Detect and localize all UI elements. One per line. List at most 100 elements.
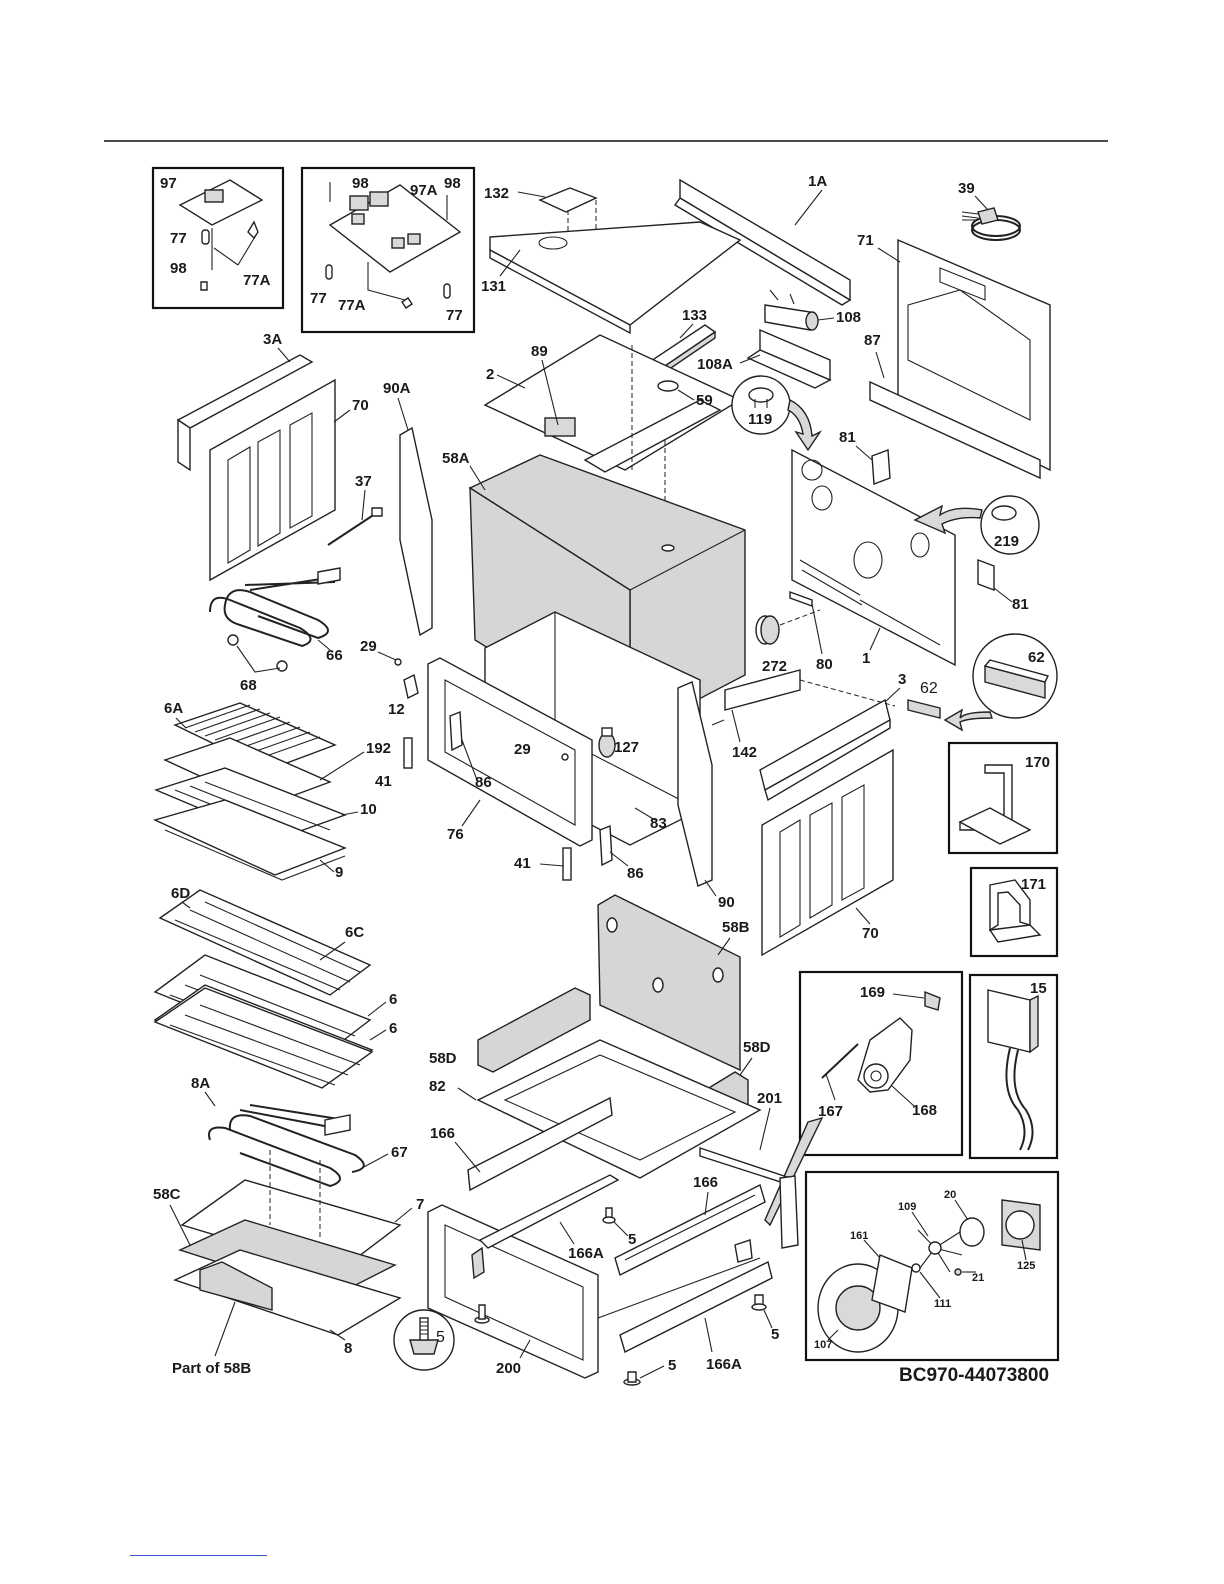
- label-41: 41: [514, 855, 531, 872]
- terminal-block-62-callout: [943, 633, 1058, 732]
- label-29: 29: [360, 638, 377, 655]
- slide-rail-166-right: [614, 1183, 766, 1277]
- label-41: 41: [375, 773, 392, 790]
- latch-168-box: [798, 970, 964, 1157]
- label-142: 142: [732, 744, 757, 761]
- label-6: 6: [389, 991, 397, 1008]
- latch-bracket-small: [734, 1239, 753, 1263]
- label-108: 108: [836, 309, 861, 326]
- note-part-of-58B: Part of 58B: [172, 1360, 251, 1377]
- label-5: 5: [436, 1329, 445, 1346]
- label-1: 1: [862, 650, 870, 667]
- label-77: 77: [446, 307, 463, 324]
- label-272: 272: [762, 658, 787, 675]
- label-9: 9: [335, 864, 343, 881]
- side-trim-3A: [176, 354, 314, 472]
- convection-fan-box: [804, 1170, 1060, 1362]
- leveling-leg-5-center: [602, 1207, 616, 1224]
- screw-29-top: [394, 658, 402, 666]
- label-10: 10: [360, 801, 377, 818]
- label-82: 82: [429, 1078, 446, 1095]
- label-8A: 8A: [191, 1075, 210, 1092]
- label-86: 86: [475, 774, 492, 791]
- drawer-front-200: [427, 1204, 599, 1379]
- bottom-rail-87: [869, 380, 1041, 480]
- label-58B: 58B: [722, 919, 750, 936]
- label-39: 39: [958, 180, 975, 197]
- label-201: 201: [757, 1090, 782, 1107]
- side-trim-3: [759, 698, 891, 802]
- label-87: 87: [864, 332, 881, 349]
- door-frame-76: [427, 657, 593, 847]
- label-62: 62: [1028, 649, 1045, 666]
- label-6A: 6A: [164, 700, 183, 717]
- oven-light-127: [598, 727, 616, 758]
- base-frame-82: [476, 1039, 762, 1179]
- label-5: 5: [628, 1231, 636, 1248]
- label-97: 97: [160, 175, 177, 192]
- power-cord-39: [961, 207, 1021, 241]
- label-58A: 58A: [442, 450, 470, 467]
- label-20: 20: [944, 1189, 956, 1201]
- oven-rack-6D: [158, 889, 372, 996]
- label-77: 77: [170, 230, 187, 247]
- label-58C: 58C: [153, 1186, 181, 1203]
- insulation-58B: [597, 894, 741, 1072]
- label-169: 169: [860, 984, 885, 1001]
- label-70: 70: [862, 925, 879, 942]
- label-59: 59: [696, 392, 713, 409]
- label-80: 80: [816, 656, 833, 673]
- hinge-41-86-bottom: [562, 824, 613, 881]
- broil-element-66: [209, 567, 341, 648]
- label-90A: 90A: [383, 380, 411, 397]
- label-6C: 6C: [345, 924, 364, 941]
- bracket-170-box: [947, 741, 1059, 855]
- leveling-leg-5-right: [751, 1294, 767, 1311]
- label-98: 98: [170, 260, 187, 277]
- terminal-block-62: [907, 699, 941, 719]
- side-trim-90: [677, 681, 725, 887]
- label-3A: 3A: [263, 331, 282, 348]
- callout-pointer-latch: [764, 1116, 824, 1227]
- top-back-trim: [673, 178, 852, 306]
- label-70: 70: [352, 397, 369, 414]
- label-166: 166: [693, 1174, 718, 1191]
- leveling-leg-5-detail: [393, 1304, 490, 1371]
- grommet-272: [755, 615, 780, 645]
- label-131: 131: [481, 278, 506, 295]
- label-29: 29: [514, 741, 531, 758]
- label-21: 21: [972, 1272, 984, 1284]
- back-panel-1: [791, 448, 956, 667]
- bracket-80: [789, 591, 813, 607]
- label-133: 133: [682, 307, 707, 324]
- label-5: 5: [771, 1326, 779, 1343]
- control-board-inset-left: [151, 166, 285, 310]
- side-trim-90A: [399, 426, 433, 637]
- label-15: 15: [1030, 980, 1047, 997]
- label-68: 68: [240, 677, 257, 694]
- label-86: 86: [627, 865, 644, 882]
- bake-element-8A: [208, 1104, 365, 1188]
- label-83: 83: [650, 815, 667, 832]
- label-168: 168: [912, 1102, 937, 1119]
- label-170: 170: [1025, 754, 1050, 771]
- top-panel-131: [489, 221, 742, 335]
- label-200: 200: [496, 1360, 521, 1377]
- slide-rail-166-left: [467, 1096, 613, 1192]
- label-166A: 166A: [568, 1245, 604, 1262]
- label-8: 8: [344, 1340, 352, 1357]
- label-76: 76: [447, 826, 464, 843]
- label-77A: 77A: [243, 272, 271, 289]
- label-98: 98: [352, 175, 369, 192]
- label-71: 71: [857, 232, 874, 249]
- screw-29-inner: [561, 753, 569, 761]
- label-62: 62: [920, 680, 938, 697]
- control-board-inset-right: [300, 166, 476, 334]
- label-125: 125: [1017, 1260, 1035, 1272]
- footer-link-rule: [130, 1555, 267, 1556]
- rod: [597, 1257, 761, 1319]
- side-panel-70-left: [209, 378, 336, 582]
- insulation-58D-left: [477, 987, 591, 1073]
- rail-201: [699, 1147, 799, 1249]
- leveling-leg-5-bottom: [623, 1371, 641, 1386]
